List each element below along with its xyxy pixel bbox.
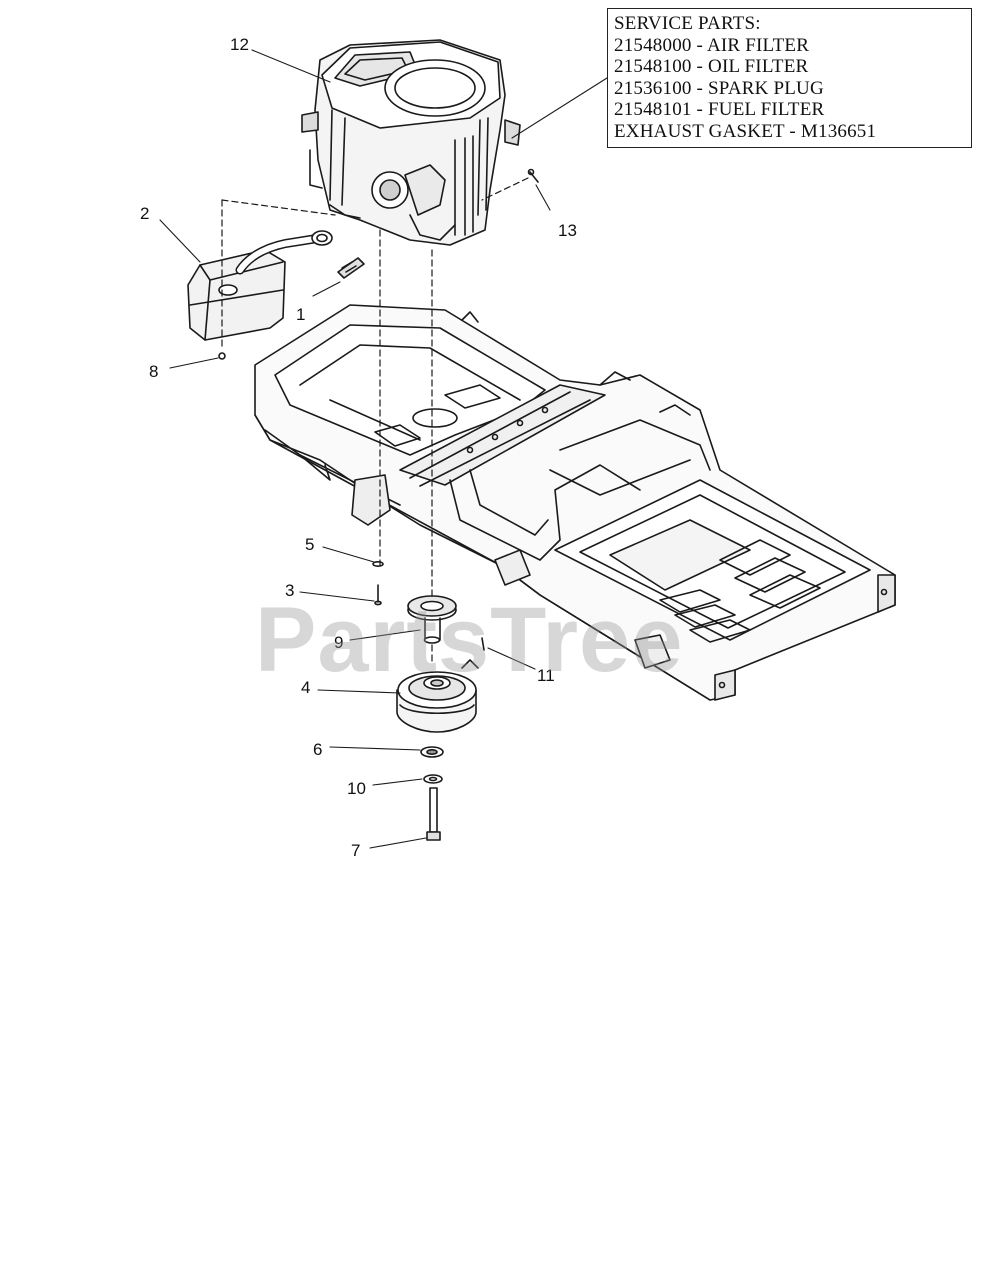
service-parts-heading: SERVICE PARTS: (614, 13, 761, 34)
partstree-watermark: PartsTree (255, 589, 684, 691)
callout-4: 4 (301, 678, 311, 697)
service-part-exhaust-gasket: EXHAUST GASKET - M136651 (614, 120, 877, 142)
callout-1: 1 (296, 305, 306, 324)
part-13-bolt (527, 168, 539, 183)
service-part-fuel-filter: 21548101 - FUEL FILTER (614, 99, 825, 120)
callout-13: 13 (558, 221, 577, 240)
callout-5: 5 (305, 535, 315, 554)
part-7-bolt (426, 787, 441, 841)
callout-2: 2 (140, 204, 150, 223)
part-6-bushing (420, 746, 444, 758)
leader-lines (159, 49, 608, 849)
part-10-washer (423, 774, 443, 784)
callout-9: 9 (334, 633, 344, 652)
part-1-fitting (337, 257, 365, 279)
assembly-lines (221, 177, 529, 666)
callout-10: 10 (347, 779, 366, 798)
callout-6: 6 (313, 740, 323, 759)
service-part-oil-filter: 21548100 - OIL FILTER (614, 56, 809, 77)
frame-illustration (254, 304, 896, 701)
pulley-illustration (407, 595, 457, 644)
engine-illustration (301, 39, 521, 246)
callout-7: 7 (351, 841, 361, 860)
part-5-washer (372, 560, 384, 567)
callout-12: 12 (230, 35, 249, 54)
callout-11: 11 (537, 666, 555, 685)
callout-3: 3 (285, 581, 295, 600)
callout-8: 8 (149, 362, 159, 381)
part-3-bolt (374, 584, 382, 606)
part-11-pin (481, 637, 485, 651)
service-part-air-filter: 21548000 - AIR FILTER (614, 34, 810, 56)
service-parts-box: SERVICE PARTS: 21548000 - AIR FILTER 215… (607, 8, 972, 148)
clutch-illustration (396, 659, 479, 733)
service-part-spark-plug: 21536100 - SPARK PLUG (614, 77, 824, 99)
part-8-nut (218, 352, 226, 360)
muffler-illustration (187, 230, 333, 341)
